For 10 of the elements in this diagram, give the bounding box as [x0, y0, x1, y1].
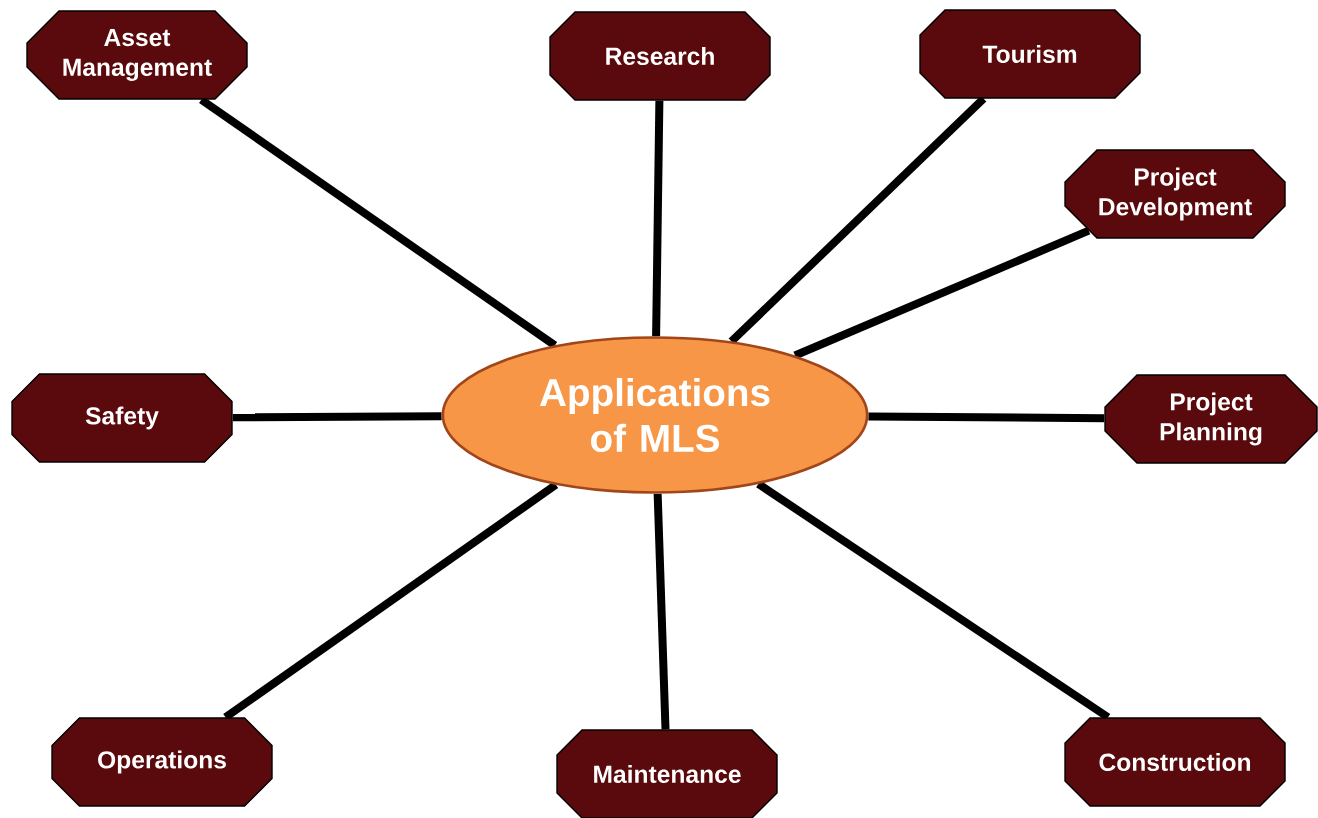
application-box: Project Planning	[1104, 374, 1318, 464]
application-box: Operations	[51, 717, 273, 807]
application-box: Construction	[1064, 717, 1286, 807]
application-box: Project Development	[1064, 149, 1286, 239]
application-box: Maintenance	[556, 729, 778, 818]
connector-line	[793, 227, 1091, 360]
application-box: Asset Management	[26, 10, 248, 100]
application-box: Tourism	[919, 9, 1141, 99]
application-box: Safety	[11, 373, 233, 463]
application-box: Research	[549, 11, 771, 101]
